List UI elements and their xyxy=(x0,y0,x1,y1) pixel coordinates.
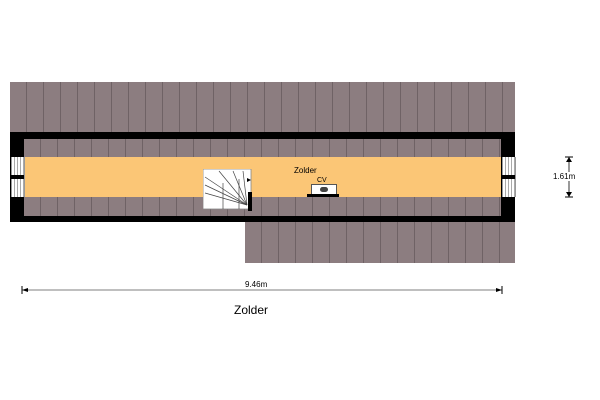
width-dimension: 9.46m xyxy=(244,280,269,289)
window-right-sill xyxy=(501,175,515,179)
roof-upper xyxy=(10,82,515,134)
room-label: Zolder xyxy=(294,166,317,175)
staircase-icon xyxy=(203,169,252,211)
width-dimension-line xyxy=(21,286,503,294)
room-zolder-floor xyxy=(24,157,501,197)
cv-label: CV xyxy=(317,177,327,184)
floor-title: Zolder xyxy=(234,303,269,317)
cv-base xyxy=(307,194,339,197)
height-dimension: 1.61m xyxy=(553,172,576,181)
roof-lower xyxy=(245,220,515,263)
window-left-sill xyxy=(10,175,24,179)
